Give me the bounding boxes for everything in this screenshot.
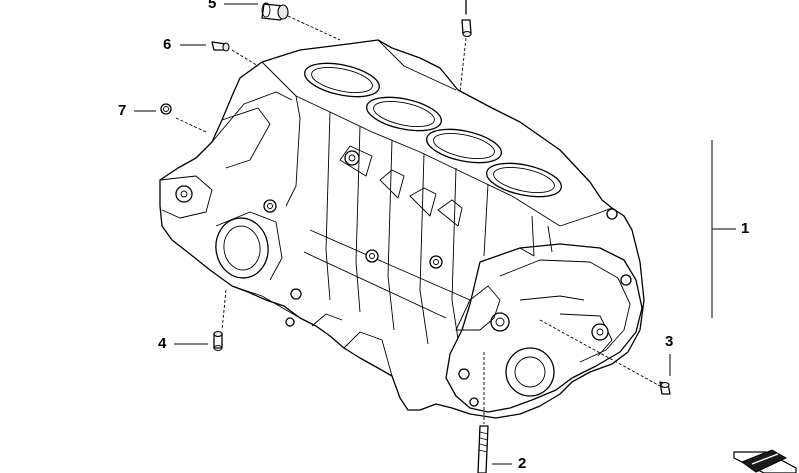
callout-1: 1 [741, 220, 750, 237]
stud-bolt-part-2 [477, 425, 489, 473]
seal-ring-part-7 [160, 103, 172, 115]
dowel-pin-part-6 [211, 41, 230, 52]
catalog-page-icon[interactable] [733, 449, 797, 473]
cylinder-block [159, 39, 645, 419]
dowel-sleeve-part-5 [261, 2, 289, 21]
callout-2: 2 [518, 455, 527, 472]
callout-4: 4 [158, 335, 167, 352]
callout-3: 3 [665, 333, 674, 350]
dowel-pin-part-4 [213, 330, 223, 351]
dowel-pin-part-3 [659, 381, 671, 395]
callout-7: 7 [118, 102, 127, 119]
callout-5: 5 [208, 0, 217, 12]
dowel-pin-top [461, 0, 472, 38]
callout-6: 6 [163, 36, 172, 53]
